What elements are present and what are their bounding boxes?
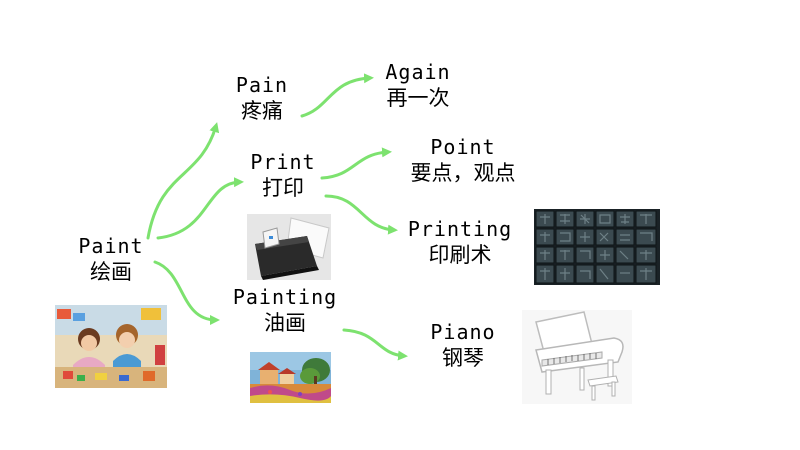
- children-painting-photo: [55, 305, 167, 388]
- arrow-paint-to-pain: [146, 122, 220, 240]
- word-painting-zh: 油画: [264, 311, 306, 335]
- word-again: Again: [385, 60, 451, 84]
- node-painting: Painting 油画: [222, 284, 348, 337]
- word-pain: Pain: [235, 73, 289, 97]
- word-piano-zh: 钢琴: [442, 346, 484, 370]
- node-pain: Pain 疼痛: [222, 72, 302, 125]
- word-pain-zh: 疼痛: [241, 99, 283, 123]
- word-printing: Printing: [407, 217, 513, 241]
- arrow-paint-to-painting: [153, 260, 220, 325]
- arrow-paint-to-print: [156, 177, 244, 240]
- arrow-print-to-printing: [324, 194, 398, 235]
- word-paint: Paint: [78, 234, 144, 258]
- word-point-zh: 要点，观点: [410, 161, 516, 185]
- node-printing: Printing 印刷术: [398, 216, 522, 269]
- word-again-zh: 再一次: [386, 86, 450, 110]
- movable-type-photo: [534, 209, 660, 285]
- node-piano: Piano 钢琴: [418, 319, 508, 372]
- printer-photo: [247, 214, 331, 280]
- oil-painting-photo: [250, 352, 331, 403]
- arrow-painting-to-piano: [342, 328, 408, 361]
- node-paint: Paint 绘画: [68, 233, 154, 286]
- word-point: Point: [430, 135, 496, 159]
- node-point: Point 要点，观点: [388, 134, 538, 187]
- node-print: Print 打印: [238, 149, 328, 202]
- word-paint-zh: 绘画: [90, 260, 132, 284]
- grand-piano-photo: [522, 310, 632, 404]
- arrow-pain-to-again: [300, 73, 374, 118]
- node-again: Again 再一次: [370, 59, 466, 112]
- word-piano: Piano: [430, 320, 496, 344]
- word-painting: Painting: [232, 285, 338, 309]
- word-printing-zh: 印刷术: [428, 243, 492, 267]
- word-print-zh: 打印: [262, 176, 304, 200]
- arrow-print-to-point: [320, 147, 392, 180]
- word-print: Print: [250, 150, 316, 174]
